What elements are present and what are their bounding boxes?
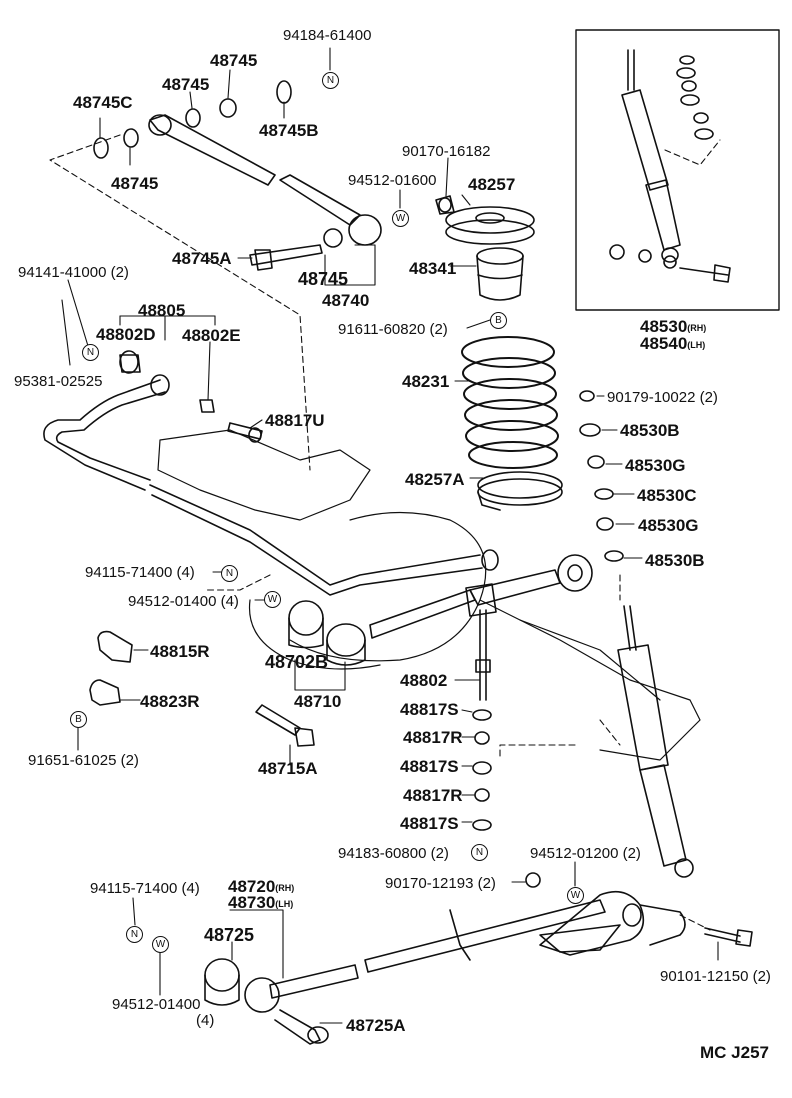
part-label-48257[interactable]: 48257: [468, 175, 516, 194]
lower-arm-bushings: [288, 600, 366, 666]
lower-trailing-arm: [204, 890, 686, 1045]
bolt-48715A: [255, 704, 315, 747]
shock-absorber-inset-box: [575, 29, 780, 311]
part-label-94115-71400-lower[interactable]: 94115-71400 (4): [90, 880, 200, 897]
spring-seat-lower: [477, 471, 563, 511]
stabilizer-link: [472, 609, 492, 831]
part-label-94115-71400-upper[interactable]: 94115-71400 (4): [85, 564, 195, 581]
part-label-48745C[interactable]: 48745C: [73, 93, 133, 112]
part-label-48802E[interactable]: 48802E: [182, 326, 241, 345]
bump-stopper: [476, 247, 524, 301]
washer-symbol: W: [567, 887, 584, 904]
part-label-48817R-1[interactable]: 48817R: [403, 728, 463, 747]
part-label-94512-01400-qty: (4): [196, 1012, 215, 1029]
washer-symbol: W: [392, 210, 409, 227]
part-label-94512-01200[interactable]: 94512-01200 (2): [530, 845, 641, 862]
part-label-48745A[interactable]: 48745A: [172, 249, 232, 268]
part-label-90170-12193[interactable]: 90170-12193 (2): [385, 875, 496, 892]
part-label-48802[interactable]: 48802: [400, 671, 448, 690]
part-label-48817R-2[interactable]: 48817R: [403, 786, 463, 805]
shock-absorber-inset: [609, 49, 731, 283]
part-label-91651-61025[interactable]: 91651-61025 (2): [28, 752, 139, 769]
coil-spring: [461, 336, 559, 469]
part-label-48530G-lower[interactable]: 48530G: [638, 516, 699, 535]
part-label-90101-12150[interactable]: 90101-12150 (2): [660, 968, 771, 985]
part-label-48817S-1[interactable]: 48817S: [400, 700, 459, 719]
stabilizer-bar: [43, 374, 499, 596]
part-label-48530G-upper[interactable]: 48530G: [625, 456, 686, 475]
part-label-48745-top[interactable]: 48745: [210, 51, 258, 70]
part-label-94141-41000[interactable]: 94141-41000 (2): [18, 264, 129, 281]
part-label-48231[interactable]: 48231: [402, 372, 450, 391]
part-label-48802D[interactable]: 48802D: [96, 325, 156, 344]
nut-symbol: N: [82, 344, 99, 361]
part-label-48745-second[interactable]: 48745: [162, 75, 210, 94]
bolt-90101: [704, 927, 753, 947]
part-label-48740[interactable]: 48740: [322, 291, 370, 310]
bolt-symbol: B: [490, 312, 507, 329]
lower-control-arm-front: [369, 554, 593, 639]
part-label-48530-rh[interactable]: 48530(RH): [640, 317, 707, 336]
shock-absorber-main: [617, 605, 694, 878]
part-label-91611-60820[interactable]: 91611-60820 (2): [338, 321, 448, 338]
part-label-48745B[interactable]: 48745B: [259, 121, 319, 140]
part-label-95381-02525[interactable]: 95381-02525: [14, 373, 103, 390]
nut-90170-16182: [438, 197, 452, 213]
part-label-48823R[interactable]: 48823R: [140, 692, 200, 711]
stabilizer-bushings: [119, 350, 263, 443]
nut-90170-12193: [525, 872, 541, 888]
part-label-94512-01600[interactable]: 94512-01600: [348, 172, 437, 189]
part-label-48745-left[interactable]: 48745: [111, 174, 159, 193]
nut-symbol: N: [126, 926, 143, 943]
part-label-90170-16182[interactable]: 90170-16182: [402, 143, 491, 160]
part-label-48257A[interactable]: 48257A: [405, 470, 465, 489]
bolt-symbol: B: [70, 711, 87, 728]
part-label-94512-01400-upper[interactable]: 94512-01400 (4): [128, 593, 239, 610]
washer-symbol: W: [152, 936, 169, 953]
part-label-48540-lh[interactable]: 48540(LH): [640, 334, 706, 353]
part-label-94183-60800[interactable]: 94183-60800 (2): [338, 845, 449, 862]
part-label-48710[interactable]: 48710: [294, 692, 342, 711]
part-label-48715A[interactable]: 48715A: [258, 759, 318, 778]
part-label-48341[interactable]: 48341: [409, 259, 457, 278]
diagram-code: MC J257: [700, 1043, 769, 1062]
washer-symbol: W: [264, 591, 281, 608]
leader-lines: [61, 47, 719, 1024]
part-label-48530B-lower[interactable]: 48530B: [645, 551, 705, 570]
shock-absorber-parts-column: [579, 390, 624, 562]
part-label-48817S-3[interactable]: 48817S: [400, 814, 459, 833]
axle-housing: [157, 429, 701, 761]
part-label-48530B-upper[interactable]: 48530B: [620, 421, 680, 440]
part-label-94184-61400[interactable]: 94184-61400: [283, 27, 372, 44]
part-label-94512-01400-lower[interactable]: 94512-01400: [112, 996, 201, 1013]
part-label-90179-10022[interactable]: 90179-10022 (2): [607, 389, 718, 406]
dashed-reference-lines: [49, 134, 721, 931]
part-label-48805[interactable]: 48805: [138, 301, 186, 320]
part-label-48725A[interactable]: 48725A: [346, 1016, 406, 1035]
part-label-48530C[interactable]: 48530C: [637, 486, 697, 505]
upper-control-rod: [148, 114, 382, 271]
part-label-48817S-2[interactable]: 48817S: [400, 757, 459, 776]
part-label-48730-lh[interactable]: 48730(LH): [228, 893, 294, 912]
bracket-pieces: [89, 630, 133, 706]
part-label-48702B[interactable]: 48702B: [265, 652, 329, 672]
part-label-48815R[interactable]: 48815R: [150, 642, 210, 661]
nut-symbol: N: [322, 72, 339, 89]
part-label-48720-rh[interactable]: 48720(RH): [228, 877, 295, 896]
part-label-48725[interactable]: 48725: [204, 925, 255, 945]
part-label-48817U[interactable]: 48817U: [265, 411, 325, 430]
nut-symbol: N: [221, 565, 238, 582]
nut-symbol: N: [471, 844, 488, 861]
part-label-48745-main[interactable]: 48745: [298, 269, 349, 289]
